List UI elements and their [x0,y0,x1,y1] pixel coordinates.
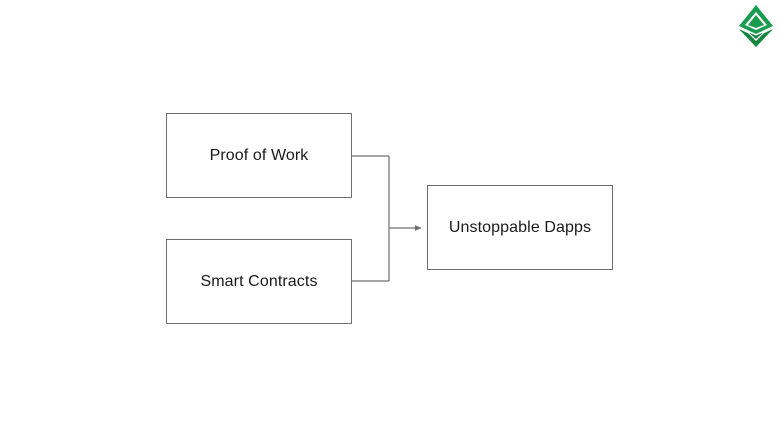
node-label-smart-contracts: Smart Contracts [200,272,318,290]
ethereum-classic-diamond-logo [738,4,774,48]
node-smart-contracts[interactable]: Smart Contracts [166,239,352,324]
node-unstoppable-dapps[interactable]: Unstoppable Dapps [427,185,613,270]
node-label-unstoppable-dapps: Unstoppable Dapps [448,218,592,236]
node-proof-of-work[interactable]: Proof of Work [166,113,352,198]
node-label-proof-of-work: Proof of Work [209,146,309,164]
